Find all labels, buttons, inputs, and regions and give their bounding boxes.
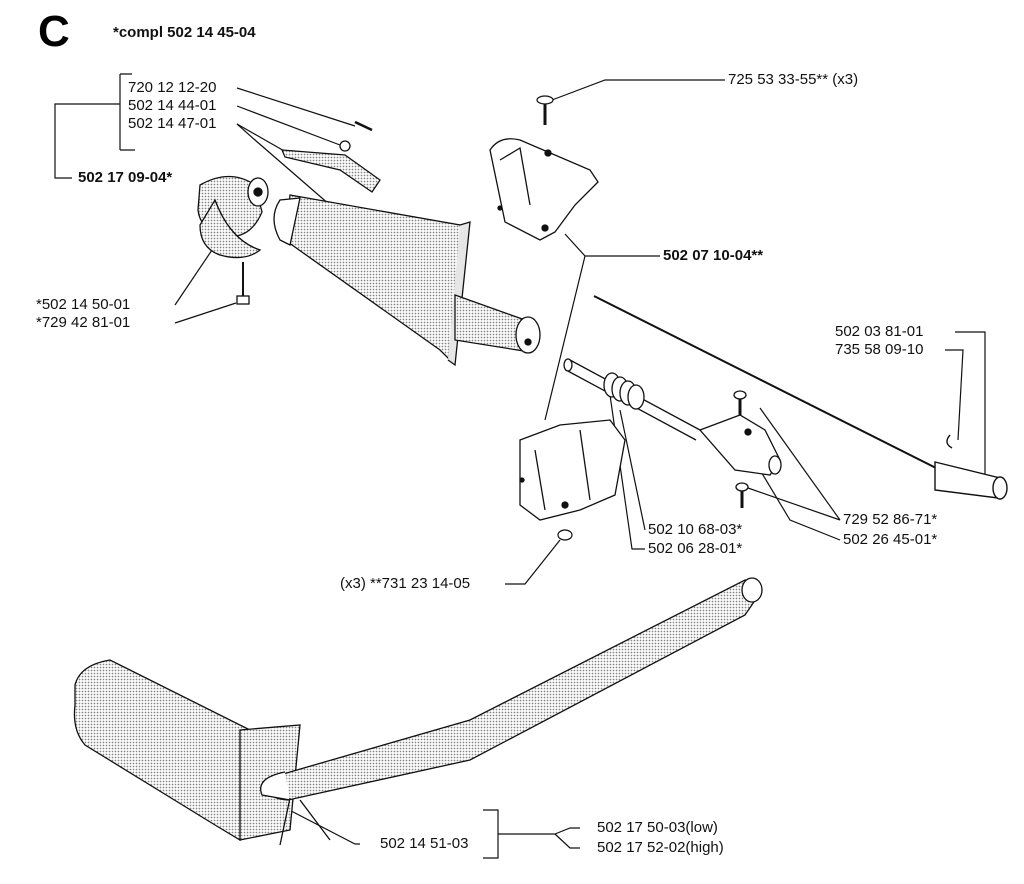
- handle-grip: [273, 194, 541, 367]
- leader-kit-50207100: [544, 233, 660, 421]
- upper-housing: [489, 138, 599, 241]
- leader-50226450: [759, 469, 841, 541]
- part-label: 502 17 09-04*: [78, 169, 173, 186]
- leader-50214440: [236, 105, 341, 146]
- leader-72942810: [174, 302, 237, 324]
- leader-72952867: [747, 407, 841, 521]
- part-label: 502 14 51-03: [380, 835, 469, 852]
- leader-50210680: [619, 409, 646, 531]
- lower-housing: [519, 419, 626, 521]
- part-label: *729 42 81-01: [36, 314, 131, 331]
- leader-screw-725: [551, 79, 725, 101]
- part-label: 729 52 86-71*: [843, 511, 938, 528]
- part-label: 735 58 09-10: [835, 341, 924, 358]
- assembly-title: *compl 502 14 45-04: [113, 24, 256, 41]
- drive-shaft: [563, 358, 701, 441]
- leader-50214501: [174, 249, 213, 306]
- part-label: 720 12 12-20: [128, 79, 217, 96]
- leader-73558091: [945, 349, 964, 441]
- nut: [557, 529, 573, 541]
- part-label: 502 17 50-03(low): [597, 819, 718, 836]
- part-label: 502 26 45-01*: [843, 531, 938, 548]
- group-bracket-left: [54, 73, 135, 179]
- part-label: 502 03 81-01: [835, 323, 924, 340]
- throttle-lever: [280, 120, 381, 193]
- leader-50214701b: [236, 123, 331, 206]
- part-label: (x3) **731 23 14-05: [340, 575, 471, 592]
- section-letter: C: [38, 7, 70, 56]
- handle-bar: [73, 577, 763, 846]
- leader-50214510: [269, 799, 360, 845]
- part-label: 725 53 33-55** (x3): [728, 71, 859, 88]
- part-label: 502 10 68-03*: [648, 521, 743, 538]
- part-label: 502 14 44-01: [128, 97, 217, 114]
- throttle-cable: [593, 295, 1008, 500]
- bottom-bracket: [483, 809, 580, 859]
- part-label: 502 07 10-04**: [663, 247, 764, 264]
- leader-73123140: [505, 539, 561, 585]
- part-label: 502 06 28-01*: [648, 540, 743, 557]
- screw-top: [536, 95, 554, 125]
- leader-720: [236, 87, 356, 127]
- part-label: 502 14 47-01: [128, 115, 217, 132]
- cable-connector: [698, 390, 782, 508]
- part-label: 502 17 52-02(high): [597, 839, 724, 856]
- part-label: *502 14 50-01: [36, 296, 131, 313]
- end-cap: [197, 175, 269, 305]
